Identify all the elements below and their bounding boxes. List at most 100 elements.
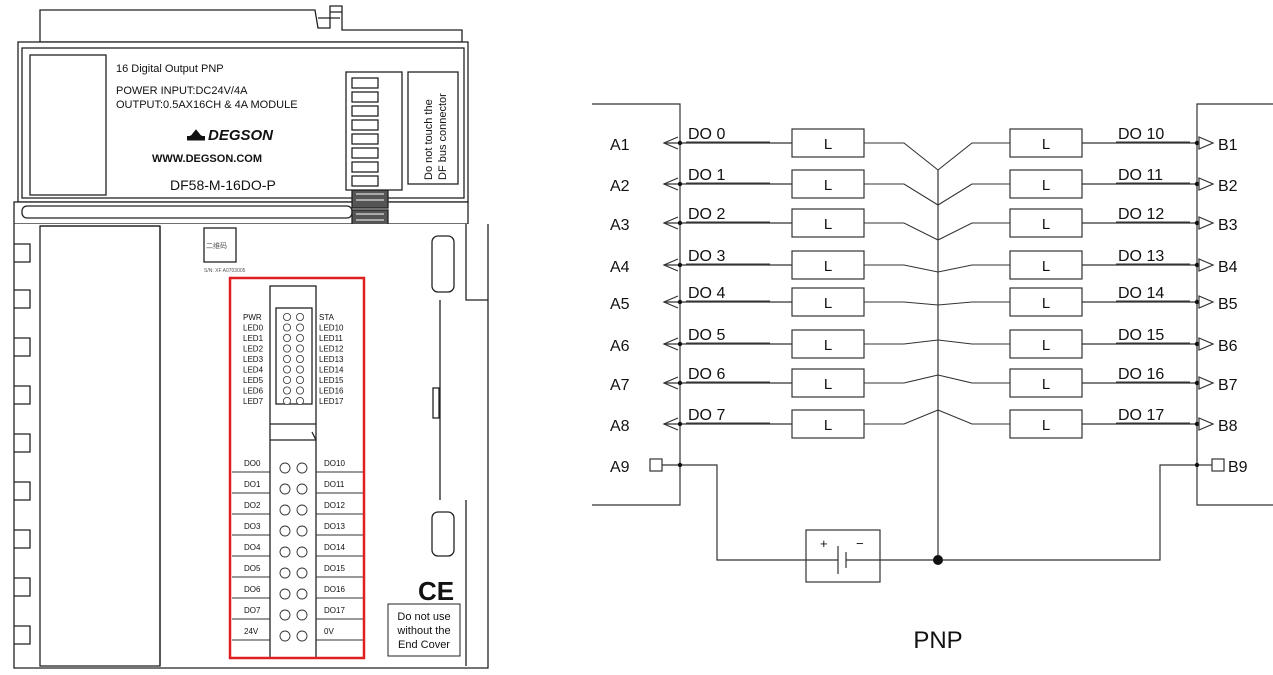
left-bus-link [864,222,939,241]
left-load [791,368,865,398]
terminal-right-label: DO17 [324,606,345,615]
right-node [1194,341,1200,347]
left-load-label: L [824,376,832,393]
right-arrow-icon [1198,136,1215,150]
right-pin-label: B2 [1218,178,1238,195]
left-node [677,220,683,226]
led-right-label: LED11 [319,334,343,343]
left-load-label: L [824,136,832,153]
led-dot [282,344,291,353]
left-pin-label: A3 [610,217,630,234]
right-bus-link [937,301,1010,306]
end-cover-line-2: without the [396,625,450,637]
left-bus-link [864,374,939,384]
left-channel-label: DO 1 [688,167,725,184]
led-dot [295,386,304,395]
led-dot [295,323,304,332]
right-arrow-icon [1198,216,1215,230]
terminal-left-label: DO4 [244,543,261,552]
end-cover-warning-box [387,603,461,657]
left-pin-label: A1 [610,137,630,154]
terminal-right-label: DO16 [324,585,345,594]
left-pin-label: A7 [610,377,630,394]
terminal-left-label: DO0 [244,459,261,468]
terminal-screw [296,588,308,600]
led-left-label: LED6 [243,387,264,396]
led-dot [282,323,291,332]
right-pin-label: B8 [1218,418,1238,435]
right-channel-label: DO 14 [1118,285,1164,302]
brand-name: DEGSON [208,127,274,144]
led-left-label: LED4 [243,366,264,375]
right-node [1194,421,1200,427]
led-dot [282,312,291,321]
led-dot [295,396,304,405]
battery-minus: − [856,536,864,551]
left-channel-label: DO 7 [688,407,725,424]
right-load-label: L [1042,258,1050,275]
led-right-labels: STALED10LED11LED12LED13LED14LED15LED16LE… [319,313,344,406]
left-channel-label: DO 6 [688,366,725,383]
right-node [1194,181,1200,187]
led-left-label: LED2 [243,345,264,354]
right-pin-label: B4 [1218,259,1238,276]
b9-terminal-icon [1211,458,1225,472]
terminal-right-label: DO15 [324,564,345,573]
led-right-label: LED15 [319,376,344,385]
right-pin-label: B9 [1228,459,1248,476]
left-load [791,169,865,199]
right-load-label: L [1042,216,1050,233]
right-channel-label: DO 11 [1118,167,1163,184]
right-module-box [1196,103,1273,506]
led-right-label: LED16 [319,387,344,396]
bus-warning-line1: Do not touch the [423,99,435,180]
right-pin-label: B3 [1218,217,1238,234]
terminal-right-label: DO14 [324,543,345,552]
left-module-box [592,103,681,506]
terminal-right-label: 0V [324,627,334,636]
right-load-label: L [1042,376,1050,393]
terminal-screw [296,630,308,642]
right-arrow-icon [1198,376,1215,390]
left-load [791,409,865,439]
terminal-right-label: DO12 [324,501,345,510]
battery-plus: + [820,536,828,551]
right-load [1009,368,1083,398]
right-node [1194,140,1200,146]
right-load [1009,329,1083,359]
left-bus-link [864,409,939,425]
terminal-screw [279,630,291,642]
terminal-left-label: DO6 [244,585,261,594]
website-label: WWW.DEGSON.COM [152,153,262,165]
right-bus-link [937,222,1010,241]
terminal-highlight-frame [228,276,366,660]
left-load-label: L [824,177,832,194]
led-dot [295,333,304,342]
junction-node [933,555,943,565]
product-line-label: 16 Digital Output PNP [116,63,224,75]
led-left-label: LED1 [243,334,264,343]
led-left-label: PWR [243,313,262,322]
led-dot [282,354,291,363]
terminal-screw [296,525,308,537]
right-arrow-icon [1198,177,1215,191]
terminal-right-label: DO11 [324,480,345,489]
left-channel-label: DO 4 [688,285,725,302]
left-load-label: L [824,417,832,434]
led-left-label: LED5 [243,376,264,385]
dip-switches [351,77,379,187]
right-channel-label: DO 13 [1118,248,1164,265]
right-load [1009,128,1083,158]
right-arrow-icon [1198,337,1215,351]
model-label: DF58-M-16DO-P [170,177,276,193]
terminal-left-label: 24V [244,627,259,636]
left-channel-label: DO 3 [688,248,725,265]
terminal-screw [296,609,308,621]
right-pin-label: B1 [1218,137,1238,154]
led-dot [295,344,304,353]
end-cover-line-1: Do not use [397,611,450,623]
left-bus-link [864,301,939,306]
left-pin-label: A4 [610,259,630,276]
right-arrow-icon [1198,295,1215,309]
